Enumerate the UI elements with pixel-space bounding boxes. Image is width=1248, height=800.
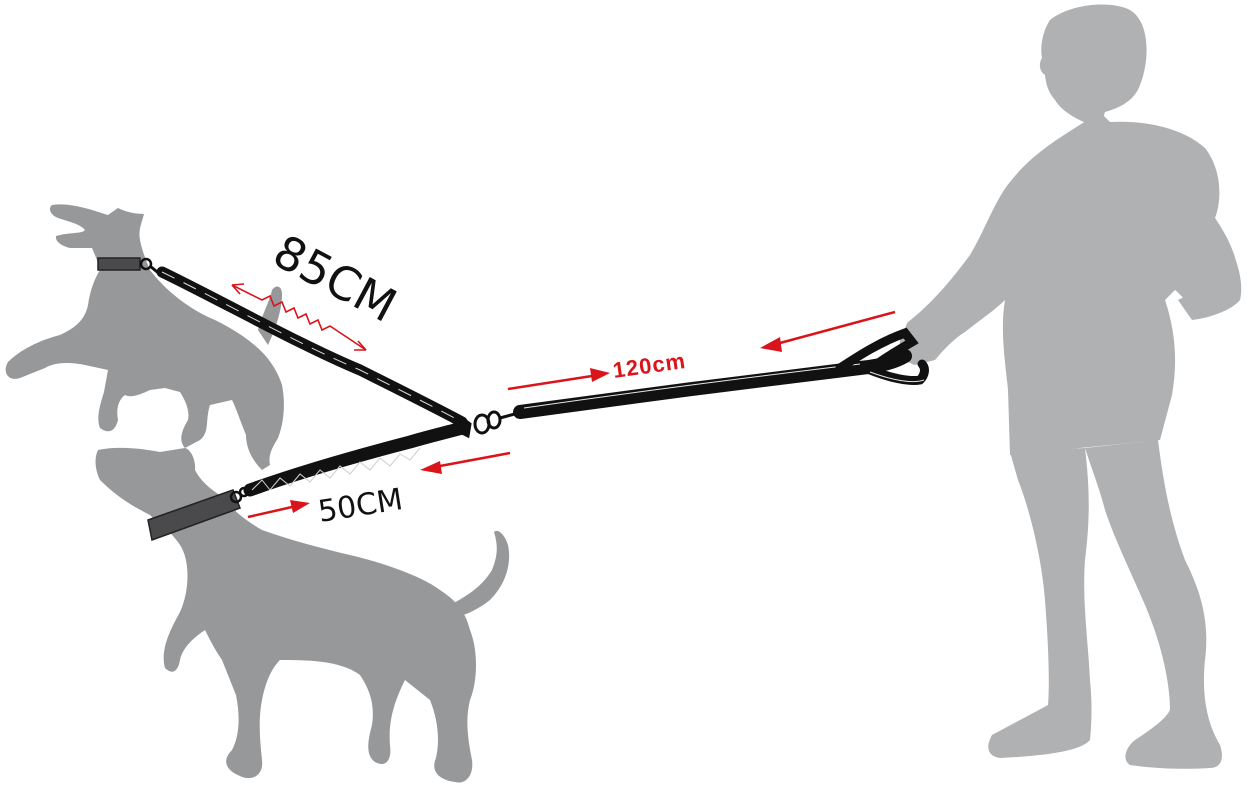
standing-dog-silhouette <box>95 447 510 783</box>
main-leash <box>513 327 929 419</box>
lower-bungee-length-label: 50CM <box>316 482 405 530</box>
swivel-connector <box>458 410 523 439</box>
lower-dog-collar <box>147 489 241 542</box>
jumping-dog-silhouette <box>5 204 284 471</box>
lower-bungee-leash <box>229 421 469 504</box>
person-silhouette <box>899 4 1242 769</box>
main-measurement-arrows <box>507 310 896 391</box>
upper-bungee-length-label: 85CM <box>265 224 405 333</box>
main-leash-length-label: 120cm <box>611 348 687 383</box>
upper-bungee-leash <box>139 257 468 428</box>
upper-dog-collar <box>97 257 141 271</box>
lower-measurement-arrows <box>247 451 511 519</box>
upper-measurement-arrow <box>231 283 367 351</box>
